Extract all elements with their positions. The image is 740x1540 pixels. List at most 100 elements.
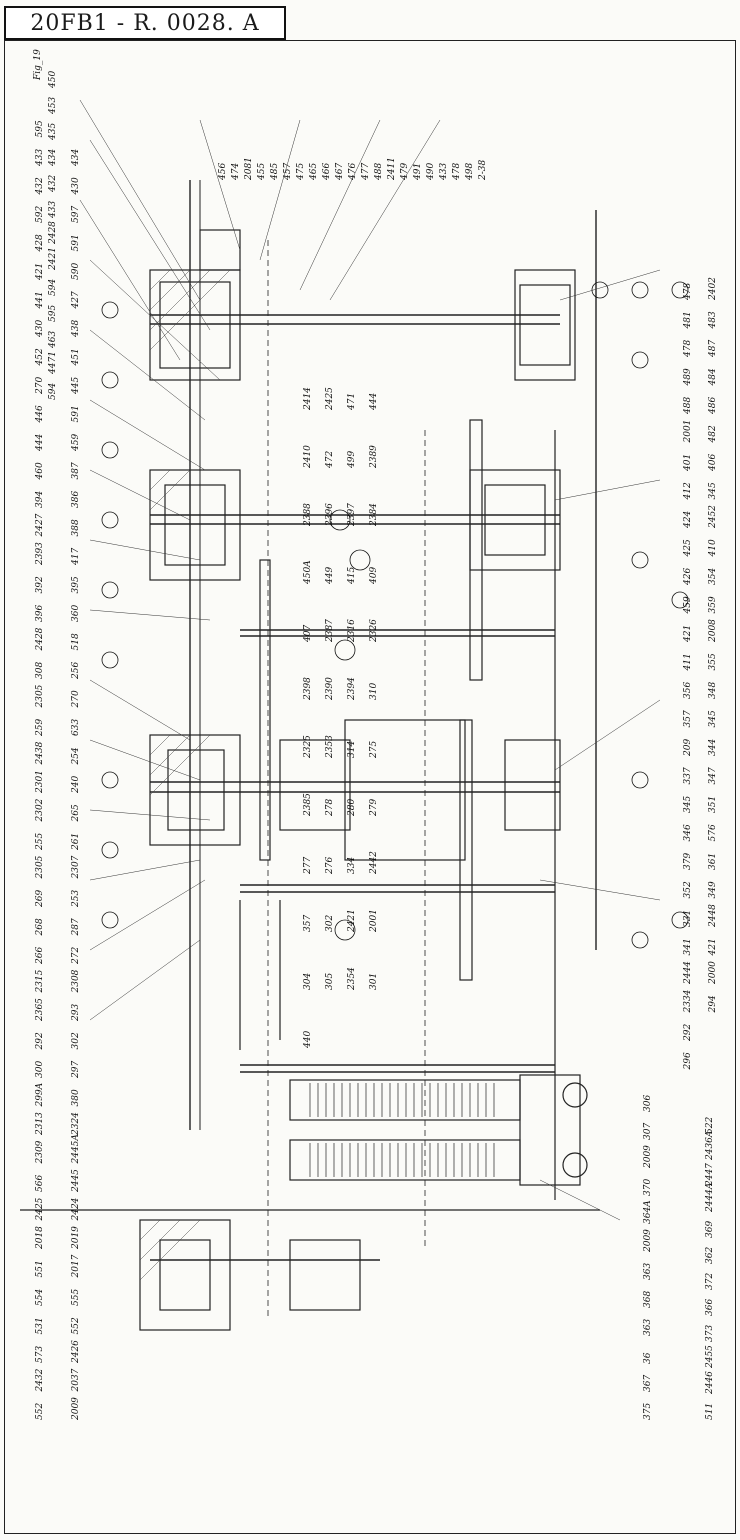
callout-label: 344 xyxy=(708,739,718,756)
support-3 xyxy=(259,559,271,861)
gearbox-top-inner xyxy=(159,281,231,369)
callout-label: 595 xyxy=(48,305,58,322)
callout-label: 2436A xyxy=(705,1130,715,1161)
callout-label: 396 xyxy=(35,605,45,622)
callout-label: 444 xyxy=(369,393,379,411)
callout-label: 372 xyxy=(705,1273,715,1290)
callout-label: 2448 xyxy=(708,904,718,928)
callout-label: 488 xyxy=(683,397,693,415)
callout-label: 2411 xyxy=(387,157,397,181)
callout-label: 2393 xyxy=(35,542,45,566)
callout-label: 2324 xyxy=(71,1112,81,1136)
callout-label: 2313 xyxy=(35,1112,45,1136)
callout-label: 456 xyxy=(218,163,228,181)
callout-label: 380 xyxy=(71,1089,81,1106)
callout-label: 209 xyxy=(683,739,693,757)
callout-label: 410 xyxy=(708,539,718,557)
callout-label: 471 xyxy=(347,393,357,411)
callout-label: 345 xyxy=(708,482,718,499)
callout-label: 2307 xyxy=(71,855,81,879)
callout-label: 477 xyxy=(361,163,371,181)
callouts-right-col-a: 2402483487484486482406345245241035435920… xyxy=(708,277,718,1014)
support-1 xyxy=(469,419,483,681)
callout-label: 388 xyxy=(71,519,81,536)
callout-label: 479 xyxy=(400,163,410,181)
callout-label: 2444 xyxy=(683,961,693,985)
callout-label: 367 xyxy=(643,1375,653,1392)
callout-label: 434 xyxy=(48,149,58,167)
callout-label: 255 xyxy=(35,833,45,851)
callout-label: 256 xyxy=(71,662,81,680)
callout-label: 441 xyxy=(35,291,45,309)
callout-label: 597 xyxy=(71,206,81,223)
callout-label: 2008 xyxy=(708,619,718,643)
callout-label: 2001 xyxy=(369,909,379,933)
callout-label: 351 xyxy=(708,796,718,813)
callout-label: 268 xyxy=(35,918,45,936)
callout-label: 451 xyxy=(71,348,81,366)
callout-label: 2326 xyxy=(369,619,379,643)
callout-label: 364A xyxy=(643,1200,653,1224)
callout-label: 366 xyxy=(705,1299,715,1316)
callout-label: 482 xyxy=(708,425,718,443)
callout-label: 278 xyxy=(325,799,335,817)
callout-label: 349 xyxy=(708,881,718,898)
callout-label: 2402 xyxy=(708,277,718,301)
callout-label: 299A xyxy=(35,1082,45,1107)
callout-label: 595 xyxy=(35,120,45,137)
callout-label: 459 xyxy=(71,434,81,452)
callout-label: 368 xyxy=(643,1291,653,1308)
callout-label: 386 xyxy=(71,491,81,508)
callout-label: 2421 xyxy=(48,247,58,271)
callout-label: 488 xyxy=(374,163,384,181)
callout-label: 2365 xyxy=(35,998,45,1022)
callout-label: 2396 xyxy=(325,503,335,527)
callout-circles xyxy=(101,281,689,949)
callout-label: 421 xyxy=(708,938,718,956)
callout-label: 362 xyxy=(705,1247,715,1264)
callout-label: 407 xyxy=(303,625,313,643)
callout-label: 2353 xyxy=(325,735,335,759)
callout-label: 566 xyxy=(35,1175,45,1192)
callout-label: 2009 xyxy=(643,1229,653,1253)
callout-label: 475 xyxy=(296,163,306,181)
callout-label: 487 xyxy=(708,340,718,358)
callout-label: 292 xyxy=(35,1032,45,1050)
callout-label: 481 xyxy=(683,311,693,329)
callout-label: 409 xyxy=(369,567,379,585)
callout-label: 2425 xyxy=(35,1197,45,1221)
callout-label: 411 xyxy=(683,653,693,671)
callout-label: 370 xyxy=(643,1179,653,1196)
callout-label: 341 xyxy=(683,938,693,955)
callout-label: 453 xyxy=(48,97,58,115)
gearbox-top-right xyxy=(514,269,576,381)
callout-label: 444 xyxy=(35,434,45,452)
callout-label: 2305 xyxy=(35,684,45,708)
callout-label: 287 xyxy=(71,918,81,936)
callout-label: 334 xyxy=(347,857,357,874)
callout-label: 270 xyxy=(71,690,81,708)
callout-label: 2398 xyxy=(303,677,313,701)
callout-label: 2037 xyxy=(71,1368,81,1392)
callout-label: 240 xyxy=(71,776,81,794)
callout-label: 483 xyxy=(708,311,718,329)
callout-label: 446 xyxy=(35,405,45,423)
callout-label: 415 xyxy=(347,567,357,585)
callout-label: 4471 xyxy=(48,351,58,375)
callout-label: 2325 xyxy=(303,735,313,759)
callout-label: 305 xyxy=(325,973,335,990)
callout-label: 573 xyxy=(35,1346,45,1363)
callout-label: 361 xyxy=(708,853,718,870)
callout-label: 347 xyxy=(708,767,718,784)
callout-label: 433 xyxy=(48,201,58,219)
callout-label: 465 xyxy=(309,163,319,181)
callout-label: 450A xyxy=(303,560,313,585)
callout-label: 430 xyxy=(35,320,45,338)
callout-label: 2397 xyxy=(347,503,357,527)
callout-label: 2424 xyxy=(71,1197,81,1221)
callout-label: 449 xyxy=(325,567,335,585)
